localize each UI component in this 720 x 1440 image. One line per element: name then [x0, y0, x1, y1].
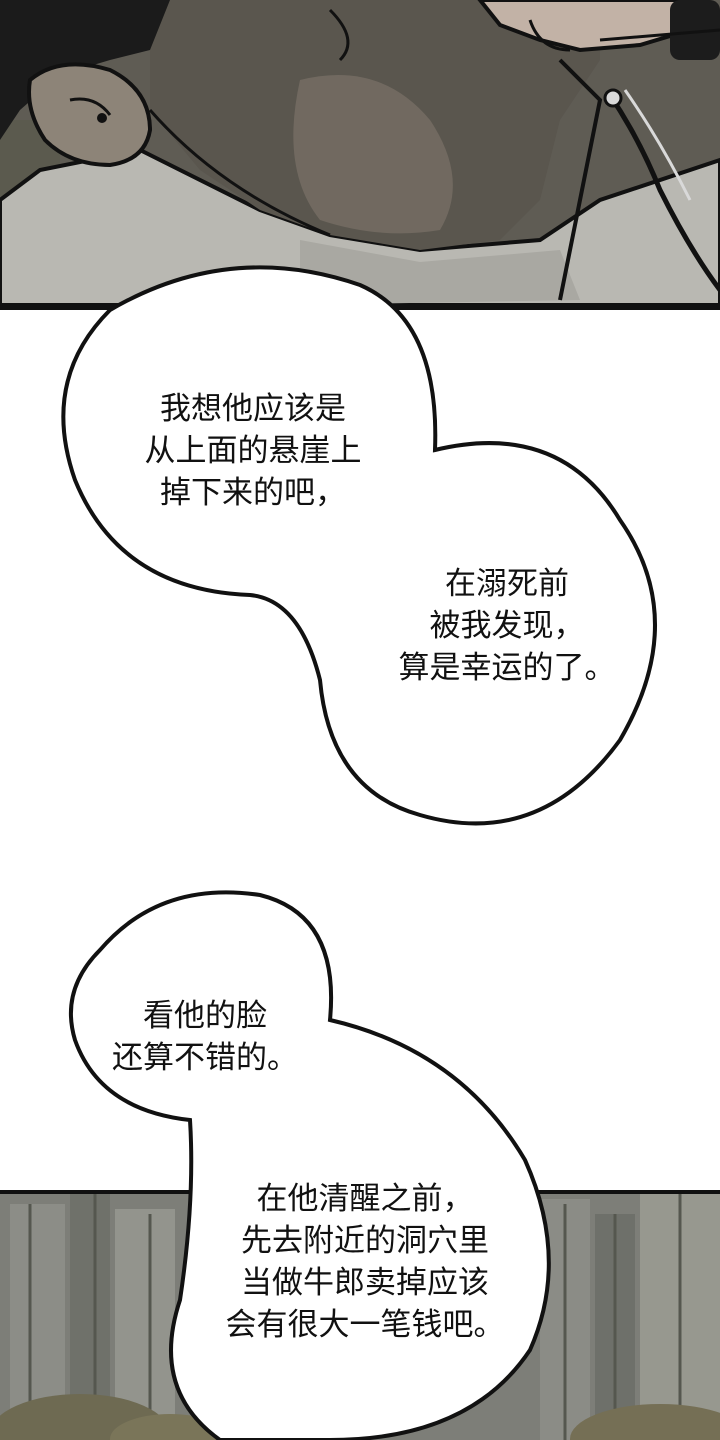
bubble-2-line-3: 算是幸运的了。 [398, 650, 616, 686]
bubble-2-line-1: 在溺死前 [445, 566, 569, 602]
speech-bubble-1-text: 我想他应该是 从上面的悬崖上 掉下来的吧， [118, 388, 388, 514]
bubble-3-line-2: 还算不错的。 [112, 1040, 298, 1076]
speech-bubble-2-text: 在溺死前 被我发现， 算是幸运的了。 [372, 563, 642, 689]
bubble-4-line-1: 在他清醒之前， [256, 1181, 474, 1217]
bubble-2-line-2: 被我发现， [429, 608, 585, 644]
bubble-4-line-3: 当做牛郎卖掉应该 [241, 1265, 489, 1301]
speech-bubble-1-2 [61, 265, 657, 826]
bubble-1-line-2: 从上面的悬崖上 [144, 433, 362, 469]
bubble-4-line-2: 先去附近的洞穴里 [241, 1223, 489, 1259]
top-illustration-panel [0, 0, 720, 310]
bubble-1-line-3: 掉下来的吧， [160, 475, 346, 511]
speech-bubble-3-text: 看他的脸 还算不错的。 [90, 995, 320, 1079]
bubble-4-line-4: 会有很大一笔钱吧。 [225, 1307, 505, 1343]
bubble-1-line-1: 我想他应该是 [160, 391, 346, 427]
bubble-3-line-1: 看他的脸 [143, 998, 267, 1034]
speech-bubble-4-text: 在他清醒之前， 先去附近的洞穴里 当做牛郎卖掉应该 会有很大一笔钱吧。 [200, 1178, 530, 1346]
man-closeup-illustration [0, 0, 720, 305]
